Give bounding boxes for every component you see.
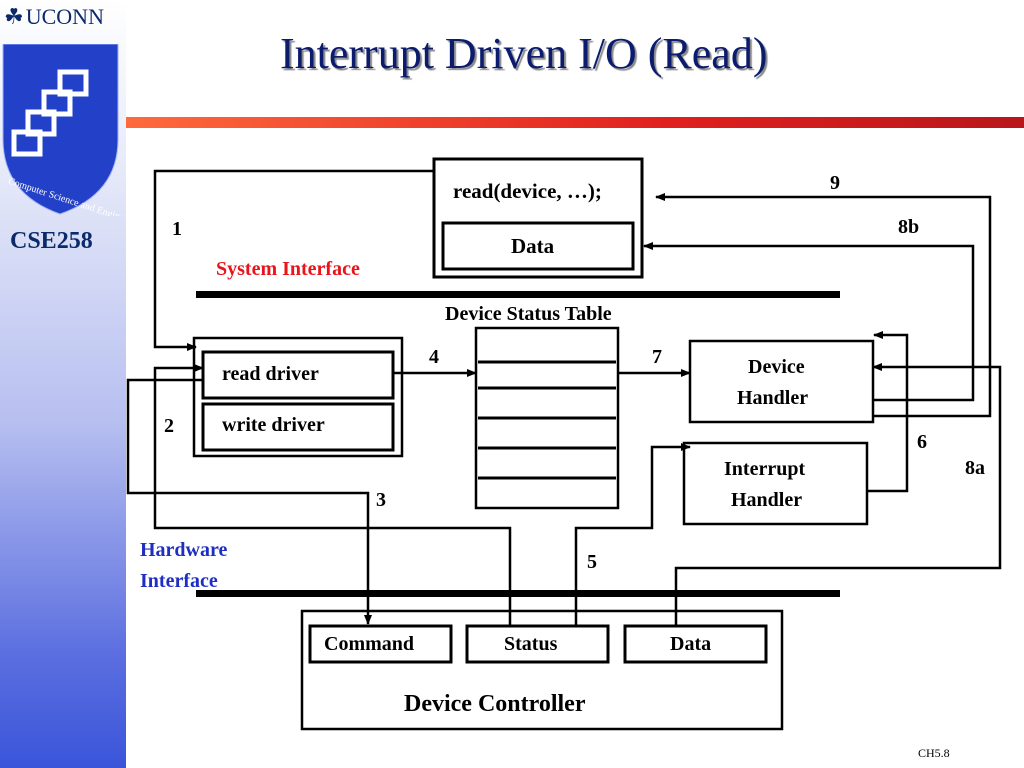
course-label: CSE258 <box>10 228 93 254</box>
device-status-table-box <box>474 326 620 510</box>
status-register-label: Status <box>504 633 558 655</box>
device-controller-label: Device Controller <box>404 691 586 717</box>
device-handler-label-1: Device <box>748 356 805 378</box>
step-6-label: 6 <box>917 431 927 453</box>
device-handler-box <box>688 339 875 424</box>
arrow-step-8a <box>674 363 1002 626</box>
read-call-label: read(device, …); <box>453 179 602 203</box>
user-data-box <box>441 221 635 271</box>
step-8b-label: 8b <box>898 216 920 238</box>
step-5-label: 5 <box>587 551 597 573</box>
step-7-label: 7 <box>652 346 662 368</box>
user-process-box <box>432 157 644 279</box>
data-register-label: Data <box>670 633 712 655</box>
hardware-interface-label-1: Hardware <box>140 539 228 561</box>
read-driver-label: read driver <box>222 363 319 385</box>
driver-group-box <box>192 336 404 458</box>
arrow-step-6 <box>867 331 909 493</box>
read-driver-box <box>201 350 395 400</box>
device-handler-label-2: Handler <box>737 387 809 409</box>
device-status-table-label: Device Status Table <box>445 303 612 325</box>
arrow-step-1 <box>153 169 434 351</box>
status-table-rows <box>478 360 616 480</box>
step-4-label: 4 <box>429 346 439 368</box>
write-driver-label: write driver <box>222 414 325 436</box>
arrow-step-2-3 <box>126 378 372 625</box>
uconn-logo-text: UCONN <box>25 4 104 29</box>
title-accent-bar <box>126 117 1024 128</box>
arrow-step-9 <box>655 193 992 418</box>
arrow-step-8b <box>643 242 975 402</box>
cse-seal-icon: Computer Science and Engineering <box>2 44 126 216</box>
step-3-label: 3 <box>376 489 386 511</box>
write-driver-box <box>201 402 395 452</box>
step-9-label: 9 <box>830 172 840 194</box>
command-register-label: Command <box>324 633 415 655</box>
step-1-label: 1 <box>172 218 182 240</box>
system-interface-line <box>196 291 840 298</box>
arrow-status-to-driver <box>153 364 512 626</box>
slide-title: Interrupt Driven I/O (Read) <box>280 29 768 78</box>
hardware-interface-line <box>196 590 840 597</box>
command-register-box <box>308 624 453 664</box>
data-register-box <box>623 624 768 664</box>
device-controller-box <box>300 609 784 731</box>
interrupt-handler-box <box>682 441 869 526</box>
user-data-label: Data <box>511 234 555 258</box>
interrupt-handler-label-1: Interrupt <box>724 458 806 480</box>
uconn-logo: ☘UCONN <box>4 4 104 30</box>
status-register-box <box>465 624 610 664</box>
hardware-interface-label-2: Interface <box>140 570 218 592</box>
arrow-step-5 <box>574 443 691 626</box>
step-2-label: 2 <box>164 415 174 437</box>
system-interface-label: System Interface <box>216 258 360 280</box>
oak-leaf-icon: ☘ <box>4 4 24 29</box>
interrupt-handler-label-2: Handler <box>731 489 803 511</box>
step-8a-label: 8a <box>965 457 985 479</box>
slide-footer: CH5.8 <box>918 746 950 760</box>
